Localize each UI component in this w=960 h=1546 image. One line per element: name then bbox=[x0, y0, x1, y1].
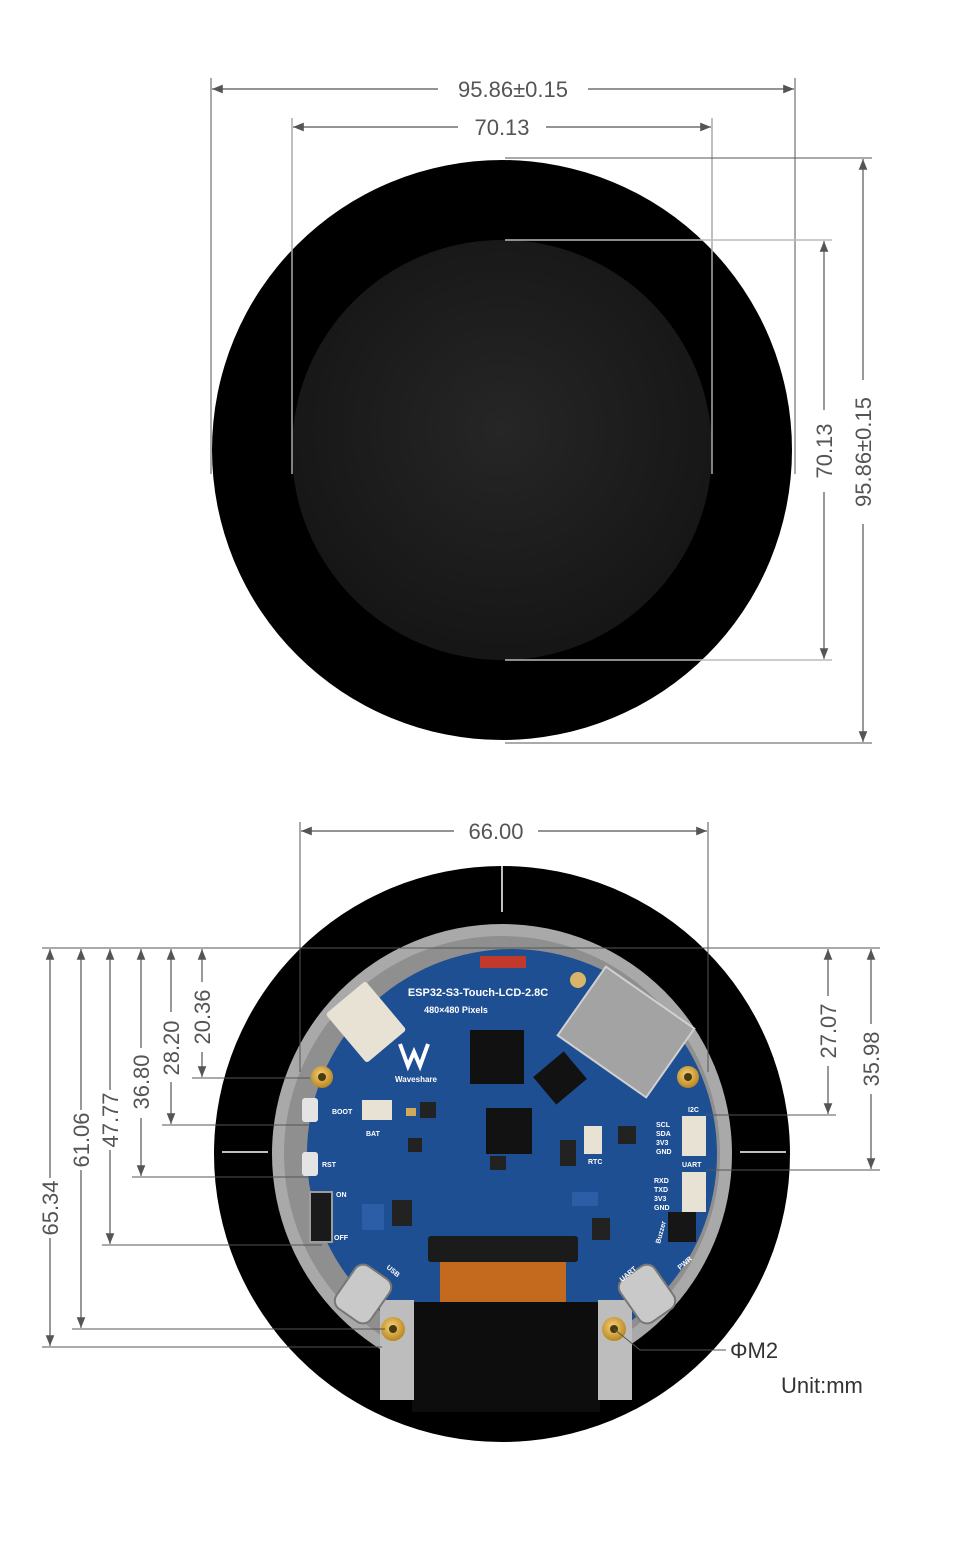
i2c-pin-label: GND bbox=[656, 1149, 672, 1156]
side-tab-left bbox=[380, 1300, 414, 1400]
dim-36-label: 36.80 bbox=[129, 1054, 154, 1109]
component bbox=[392, 1200, 412, 1226]
off-label: OFF bbox=[334, 1235, 349, 1242]
display-height-label: 70.13 bbox=[812, 423, 837, 478]
front-view: 95.86±0.15 70.13 70.13 95.86±0.15 bbox=[210, 77, 876, 744]
dim-35-label: 35.98 bbox=[859, 1031, 884, 1086]
buzzer bbox=[668, 1212, 696, 1242]
boot-button bbox=[302, 1098, 318, 1122]
mount-hole-center bbox=[389, 1325, 397, 1333]
brand-label: Waveshare bbox=[395, 1075, 438, 1084]
sd-card-slot bbox=[556, 965, 696, 1099]
label-bg bbox=[38, 1178, 62, 1238]
label-bg bbox=[816, 996, 840, 1066]
i2c-pin-label: 3V3 bbox=[656, 1140, 669, 1147]
uart-usb-c-port bbox=[617, 1263, 677, 1325]
dim-47-label: 47.77 bbox=[98, 1092, 123, 1147]
dim-28-label: 28.20 bbox=[159, 1020, 184, 1075]
rtc-connector bbox=[584, 1126, 602, 1154]
mount-hole-center bbox=[684, 1073, 692, 1081]
right-dimensions: 27.07 35.98 bbox=[706, 949, 884, 1171]
dim-20-label: 20.36 bbox=[190, 989, 215, 1044]
connector-top-left bbox=[326, 982, 406, 1062]
boot-label: BOOT bbox=[332, 1109, 353, 1116]
unit-label: Unit:mm bbox=[781, 1373, 863, 1398]
board-title: ESP32-S3-Touch-LCD-2.8C bbox=[408, 987, 548, 999]
dim-27-label: 27.07 bbox=[816, 1003, 841, 1058]
rst-button bbox=[302, 1152, 318, 1176]
dim-61-label: 61.06 bbox=[69, 1112, 94, 1167]
uart-header bbox=[682, 1172, 706, 1212]
mount-hole-center bbox=[318, 1073, 326, 1081]
waveshare-logo bbox=[398, 1043, 430, 1072]
component bbox=[592, 1218, 610, 1240]
component bbox=[490, 1156, 506, 1170]
component bbox=[618, 1126, 636, 1144]
label-bg bbox=[69, 1110, 93, 1170]
component bbox=[420, 1102, 436, 1118]
dim-65-label: 65.34 bbox=[38, 1180, 63, 1235]
i2c-header bbox=[682, 1116, 706, 1156]
bat-label: BAT bbox=[366, 1131, 381, 1138]
component bbox=[572, 1192, 598, 1206]
component bbox=[362, 1204, 384, 1230]
label-bg bbox=[859, 1024, 883, 1094]
uart-pin-label: 3V3 bbox=[654, 1196, 667, 1203]
fpc-connector bbox=[428, 1236, 578, 1262]
usb-c-port bbox=[333, 1263, 393, 1325]
chip-flash bbox=[533, 1051, 587, 1105]
uart-pin-label: TXD bbox=[654, 1187, 668, 1194]
back-view: ESP32-S3-Touch-LCD-2.8C 480×480 Pixels W… bbox=[38, 819, 884, 1442]
i2c-pin-label: SCL bbox=[656, 1122, 671, 1129]
antenna-connector bbox=[570, 972, 586, 988]
board-width-label: 66.00 bbox=[468, 819, 523, 844]
on-label: ON bbox=[336, 1192, 347, 1199]
label-bg bbox=[98, 1090, 122, 1150]
esp32-chip bbox=[470, 1030, 524, 1084]
bat-connector bbox=[362, 1100, 392, 1120]
outer-height-label: 95.86±0.15 bbox=[851, 397, 876, 507]
pcb-red-label bbox=[480, 956, 526, 968]
side-tab-right bbox=[598, 1300, 632, 1400]
outer-width-label: 95.86±0.15 bbox=[458, 77, 568, 102]
uart-label: UART bbox=[682, 1162, 702, 1169]
uart-pin-label: GND bbox=[654, 1205, 670, 1212]
label-bg bbox=[190, 982, 214, 1052]
left-dimensions: 65.34 61.06 47.77 36.80 28.20 20.36 bbox=[38, 949, 385, 1348]
front-display-area bbox=[292, 240, 712, 660]
component bbox=[406, 1108, 416, 1116]
chip-center bbox=[486, 1108, 532, 1154]
label-bg bbox=[159, 1012, 183, 1082]
uart-pin-label: RXD bbox=[654, 1178, 669, 1185]
fpc-tail bbox=[412, 1302, 600, 1412]
component bbox=[408, 1138, 422, 1152]
fpc-ribbon bbox=[440, 1262, 566, 1302]
power-switch bbox=[309, 1191, 333, 1243]
display-width-label: 70.13 bbox=[474, 115, 529, 140]
hole-label: ΦM2 bbox=[730, 1338, 778, 1363]
i2c-label: I2C bbox=[688, 1107, 699, 1114]
i2c-pin-label: SDA bbox=[656, 1131, 671, 1138]
rtc-label: RTC bbox=[588, 1159, 602, 1166]
hole-leader bbox=[613, 1328, 641, 1351]
resolution-label: 480×480 Pixels bbox=[424, 1005, 488, 1015]
label-bg bbox=[129, 1048, 153, 1118]
component bbox=[560, 1140, 576, 1166]
rst-label: RST bbox=[322, 1162, 337, 1169]
